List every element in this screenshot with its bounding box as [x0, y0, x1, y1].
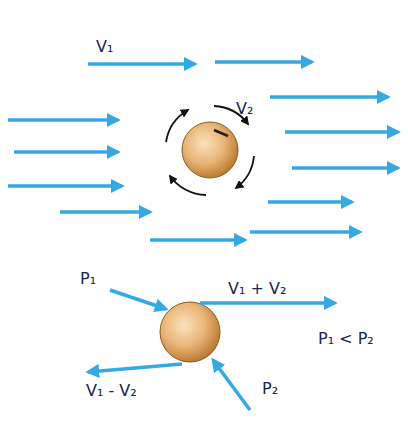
velocity-label: V₁: [96, 38, 113, 56]
flow-arrows: [8, 62, 398, 240]
spin-arrows: [166, 106, 254, 195]
velocity-sum-label: V₁ + V₂: [228, 280, 286, 298]
ball: [160, 302, 220, 362]
velocity-difference-label: V₁ - V₂: [86, 382, 137, 400]
pressure-label: P₂: [262, 380, 278, 398]
spin-velocity-label: V₂: [236, 100, 253, 118]
pressure-label: P₁: [80, 270, 96, 288]
spinning-ball: [182, 122, 238, 178]
pressure-comparison: P₁ < P₂: [318, 330, 374, 348]
spin-mark: [214, 130, 228, 136]
